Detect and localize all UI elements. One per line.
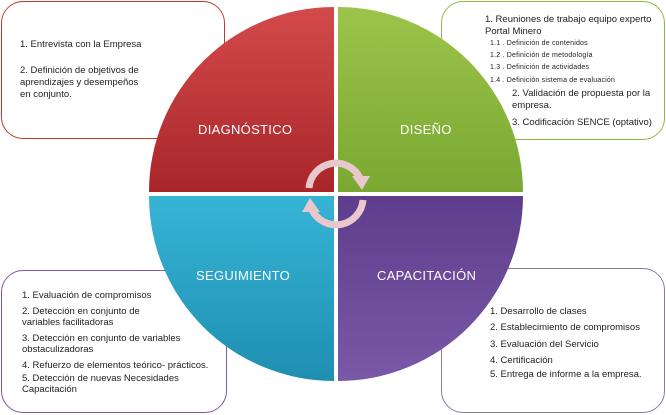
diseno-subitem: 1.1 . Definición de contenidos xyxy=(490,40,588,47)
seguimiento-item: 1. Evaluación de compromisos xyxy=(22,290,152,301)
capacitacion-item: 3. Evaluación del Servicio xyxy=(490,339,599,350)
diagnostico-item: 2. Definición de objetivos de xyxy=(20,65,139,76)
seguimiento-item: 3. Detección en conjunto de variables xyxy=(22,333,181,344)
diagnostico-item: en conjunto. xyxy=(20,89,72,100)
quadrant-label-capacitacion: CAPACITACIÓN xyxy=(377,268,477,283)
diseno-item: Portal Minero xyxy=(485,26,542,37)
diagnostico-item: aprendizajes y desempeños xyxy=(20,77,139,88)
diseno-subitem: 1.3 . Definición de actividades xyxy=(490,64,590,71)
seguimiento-item: variables facilitadoras xyxy=(22,317,114,328)
quadrant-label-diseno: DISEÑO xyxy=(400,122,452,137)
capacitacion-item: 5. Entrega de informe a la empresa. xyxy=(490,369,642,380)
quadrant-diseno xyxy=(338,7,523,192)
seguimiento-item: 4. Refuerzo de elementos teórico- prácti… xyxy=(22,360,209,371)
seguimiento-item: obstaculizadoras xyxy=(22,344,94,355)
diagnostico-item: 1. Entrevista con la Empresa xyxy=(20,39,142,50)
diseno-item: 3. Codificación SENCE (optativo) xyxy=(512,117,652,128)
quadrant-label-seguimiento: SEGUIMIENTO xyxy=(196,268,291,283)
quadrant-capacitacion xyxy=(338,196,523,381)
capacitacion-item: 4. Certificación xyxy=(490,355,553,366)
seguimiento-item: Capacitación xyxy=(22,384,77,395)
quadrant-seguimiento xyxy=(149,196,334,381)
seguimiento-item: 5. Detección de nuevas Necesidades xyxy=(22,373,179,384)
seguimiento-box: 1. Evaluación de compromisos 2. Detecció… xyxy=(1,270,227,413)
diseno-item: empresa. xyxy=(512,100,552,111)
arrow-head-icon xyxy=(302,198,320,212)
seguimiento-item: 2. Detección en conjunto de xyxy=(22,306,140,317)
quadrant-label-diagnostico: DIAGNÓSTICO xyxy=(198,122,293,137)
diseno-item: 2. Validación de propuesta por la xyxy=(512,88,651,99)
capacitacion-item: 2. Establecimiento de compromisos xyxy=(490,322,640,333)
diseno-subitem: 1.4 . Definición sistema de evaluación xyxy=(490,77,616,84)
diseno-subitem: 1.2 . Definición de metodología xyxy=(490,52,593,59)
capacitacion-item: 1. Desarrollo de clases xyxy=(490,306,587,317)
quadrant-diagnostico xyxy=(149,7,334,192)
diseno-item: 1. Reuniones de trabajo equipo experto xyxy=(485,14,652,25)
cycle-arrows-icon xyxy=(305,159,367,229)
arrow-head-icon xyxy=(352,176,370,190)
diagnostico-box: 1. Entrevista con la Empresa 2. Definici… xyxy=(1,1,225,139)
